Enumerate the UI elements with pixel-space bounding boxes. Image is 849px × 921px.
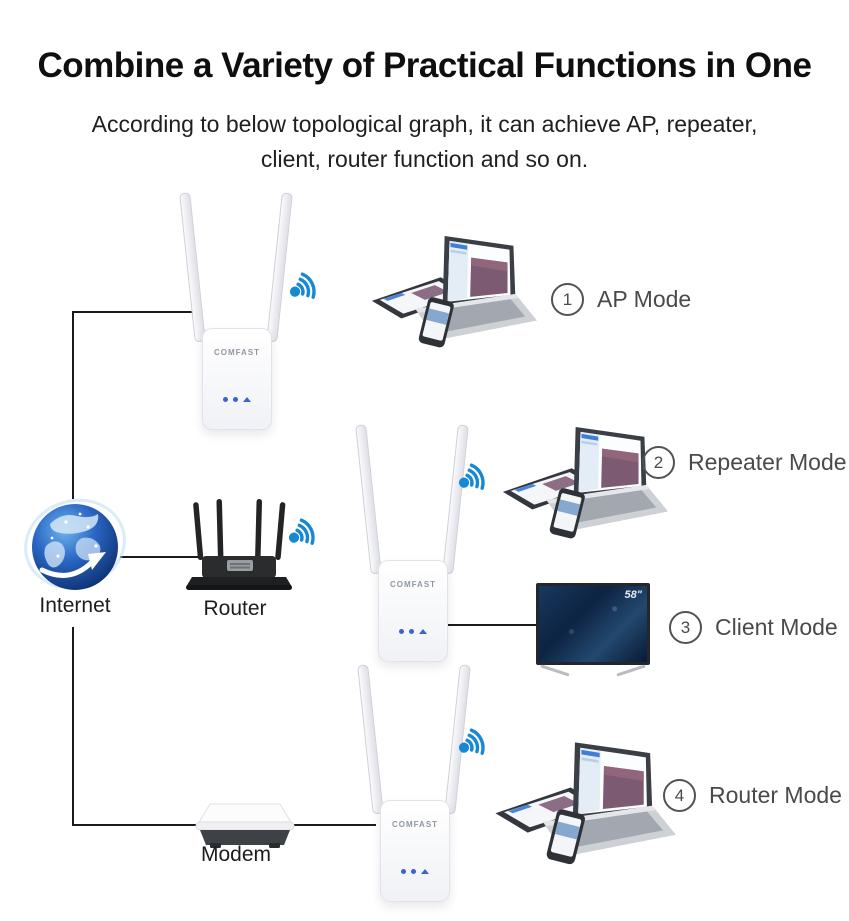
client-devices-group: [366, 232, 538, 350]
modem-device: [195, 803, 295, 848]
wifi-led-icon: [243, 397, 251, 402]
repeater-body: COMFAST: [380, 800, 450, 902]
brand-label: COMFAST: [391, 820, 439, 829]
internet-label: Internet: [39, 594, 111, 617]
led-icon: [401, 869, 406, 874]
led-icon: [409, 629, 414, 634]
antenna: [442, 424, 469, 575]
tv-device: 58": [536, 583, 650, 679]
tv-leg: [540, 664, 570, 677]
client-devices-group: [489, 738, 677, 867]
page-title: Combine a Variety of Practical Functions…: [37, 46, 812, 85]
mode-number-badge: 4: [663, 779, 696, 812]
led-indicators: [381, 869, 449, 874]
connection-line: [446, 624, 538, 626]
repeater-body: COMFAST: [202, 328, 272, 430]
mode-label-text: Client Mode: [715, 614, 838, 640]
led-icon: [399, 629, 404, 634]
subtitle-line-2: client, router function and so on.: [260, 145, 589, 172]
connection-line: [72, 627, 74, 826]
wifi-signal-icon: [289, 272, 316, 299]
wifi-repeater-device: COMFAST: [347, 424, 477, 664]
subtitle-line-1: According to below topological graph, it…: [91, 111, 758, 137]
led-indicators: [379, 629, 447, 634]
led-icon: [223, 397, 228, 402]
connection-line: [72, 311, 198, 313]
antenna: [179, 192, 206, 343]
mode-number-badge: 2: [642, 446, 675, 479]
antenna: [355, 424, 382, 575]
repeater-body: COMFAST: [378, 560, 448, 662]
mode-number-badge: 3: [669, 611, 702, 644]
tv-leg: [616, 664, 646, 677]
mode-label-router: 4 Router Mode: [663, 779, 842, 812]
brand-label: COMFAST: [389, 580, 437, 589]
router-label: Router: [203, 597, 267, 620]
led-icon: [233, 397, 238, 402]
wifi-signal-icon: [458, 463, 485, 490]
modem-label: Modem: [200, 843, 272, 866]
wifi-led-icon: [419, 629, 427, 634]
tv-screen: 58": [536, 583, 650, 665]
internet-globe-icon: [24, 498, 126, 590]
mode-label-repeater: 2 Repeater Mode: [642, 446, 847, 479]
wifi-signal-icon: [458, 728, 485, 755]
mode-label-text: Router Mode: [709, 782, 842, 808]
tv-size-label: 58": [624, 589, 642, 601]
led-icon: [411, 869, 416, 874]
wifi-repeater-device: COMFAST: [349, 664, 479, 904]
brand-label: COMFAST: [213, 348, 261, 357]
client-devices-group: [497, 423, 669, 541]
connection-line: [120, 556, 202, 558]
led-indicators: [203, 397, 271, 402]
wifi-signal-icon: [288, 518, 315, 545]
wifi-repeater-device: COMFAST: [171, 192, 301, 432]
mode-label-text: AP Mode: [597, 286, 692, 312]
connection-line: [72, 311, 74, 499]
wifi-led-icon: [421, 869, 429, 874]
page-subtitle: According to below topological graph, it…: [0, 107, 849, 176]
mode-label-client: 3 Client Mode: [669, 611, 838, 644]
connection-line: [294, 824, 376, 826]
connection-line: [72, 824, 196, 826]
mode-label-text: Repeater Mode: [688, 449, 847, 475]
antenna: [357, 664, 384, 815]
router-device: [186, 499, 292, 590]
mode-number-badge: 1: [551, 283, 584, 316]
mode-label-ap: 1 AP Mode: [551, 283, 691, 316]
